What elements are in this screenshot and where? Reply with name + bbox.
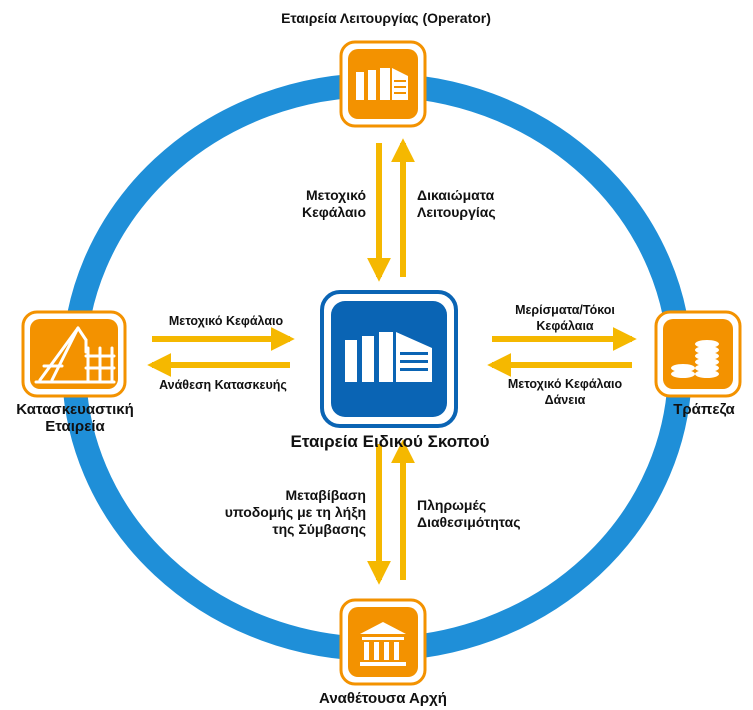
flow-label-transfer-line3: της Σύμβασης xyxy=(272,521,366,537)
flow-label-equity-top-line2: Κεφάλαιο xyxy=(301,204,366,220)
flow-label-equity-left: Μετοχικό Κεφάλαιο xyxy=(168,314,284,328)
flow-label-loans-line1: Μετοχικό Κεφάλαιο xyxy=(507,377,623,391)
authority-label: Αναθέτουσα Αρχή xyxy=(319,690,447,707)
construction-label-line2: Εταιρεία xyxy=(45,418,105,435)
flow-label-loans: Μετοχικό Κεφάλαιο Δάνεια xyxy=(480,376,650,408)
flow-label-transfer-line2: υποδομής με τη λήξη xyxy=(224,504,366,520)
flow-label-rights: Δικαιώματα Λειτουργίας xyxy=(417,187,557,221)
construction-label-line1: Κατασκευαστική xyxy=(16,401,134,418)
flow-label-loans-line2: Δάνεια xyxy=(544,393,586,407)
flow-label-rights-line2: Λειτουργίας xyxy=(417,204,496,220)
bank-node xyxy=(654,310,742,398)
government-building-icon xyxy=(360,622,406,666)
flow-label-payments: Πληρωμές Διαθεσιμότητας xyxy=(417,497,577,531)
flow-label-equity-top: Μετοχικό Κεφάλαιο xyxy=(246,187,366,221)
flow-label-transfer: Μεταβίβαση υποδομής με τη λήξη της Σύμβα… xyxy=(186,487,366,538)
flow-label-dividends-line1: Μερίσματα/Τόκοι xyxy=(515,303,615,317)
coins-icon xyxy=(671,340,719,378)
flow-label-equity-top-line1: Μετοχικό xyxy=(305,187,366,203)
flow-label-dividends-line2: Κεφάλαια xyxy=(536,319,594,333)
crane-icon xyxy=(34,326,116,384)
operator-label: Εταιρεία Λειτουργίας (Operator) xyxy=(281,10,491,26)
construction-label: Κατασκευαστική Εταιρεία xyxy=(0,401,150,435)
flow-label-dividends: Μερίσματα/Τόκοι Κεφάλαια xyxy=(480,302,650,334)
construction-node xyxy=(21,310,127,398)
spv-label: Εταιρεία Ειδικού Σκοπού xyxy=(290,432,490,451)
flow-label-payments-line2: Διαθεσιμότητας xyxy=(417,514,521,530)
flow-label-construction: Ανάθεση Κατασκευής xyxy=(159,378,287,392)
authority-node xyxy=(339,598,427,686)
building-icon xyxy=(356,68,408,100)
flow-label-rights-line1: Δικαιώματα xyxy=(417,187,495,203)
flow-label-payments-line1: Πληρωμές xyxy=(417,497,487,513)
bank-label: Τράπεζα xyxy=(673,401,735,418)
building-icon xyxy=(345,332,432,382)
spv-node xyxy=(320,290,458,428)
flow-label-transfer-line1: Μεταβίβαση xyxy=(285,487,367,503)
operator-node xyxy=(339,40,427,128)
